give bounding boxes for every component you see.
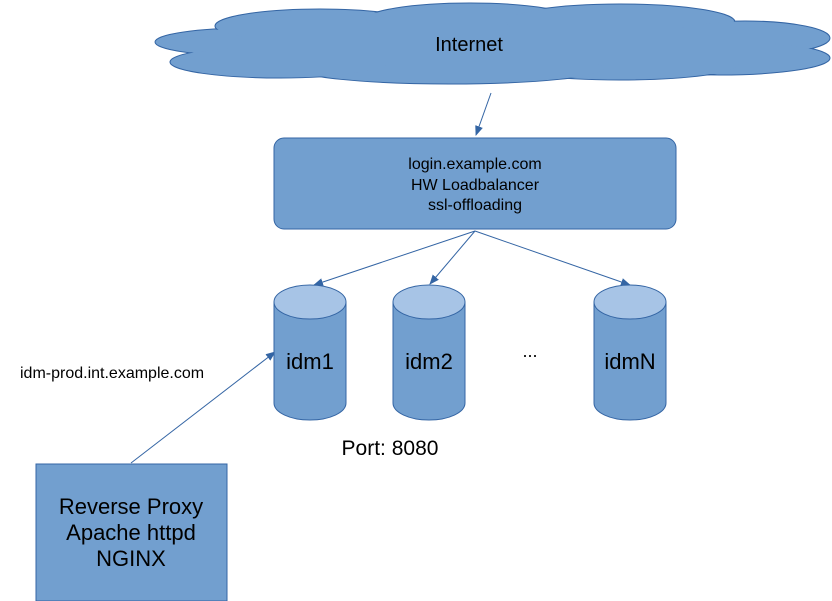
server-label: idmN [604,349,655,374]
proxy-software-2: NGINX [96,546,166,571]
loadbalancer-to-idm2-arrow [429,230,476,285]
internet-cloud: Internet [154,2,831,85]
reverse-proxy-node: Reverse Proxy Apache httpd NGINX [35,463,228,601]
more-servers-ellipsis: ... [522,341,537,361]
cylinder-top [392,284,466,320]
server-idm1: idm1 [273,284,347,421]
loadbalancer-to-idm1-arrow [313,230,476,286]
cloud-to-loadbalancer-arrow [475,92,492,136]
loadbalancer-hostname: login.example.com [408,156,541,173]
proxy-software-1: Apache httpd [66,520,196,545]
proxy-to-idm1-arrow [130,351,276,464]
proxy-title: Reverse Proxy [59,494,203,519]
server-idm2: idm2 [392,284,466,421]
cylinder-top [273,284,347,320]
cylinder-top [593,284,667,320]
loadbalancer-node: login.example.com HW Loadbalancer ssl-of… [273,137,677,230]
proxy-link-label: idm-prod.int.example.com [20,365,204,382]
server-idmN: idmN [593,284,667,421]
loadbalancer-type: HW Loadbalancer [411,177,540,194]
connectors [130,92,631,464]
port-label: Port: 8080 [342,437,439,460]
loadbalancer-to-idmN-arrow [474,230,631,286]
loadbalancer-feature: ssl-offloading [428,197,522,214]
server-label: idm2 [405,349,453,374]
server-label: idm1 [286,349,334,374]
internet-label: Internet [435,34,503,56]
